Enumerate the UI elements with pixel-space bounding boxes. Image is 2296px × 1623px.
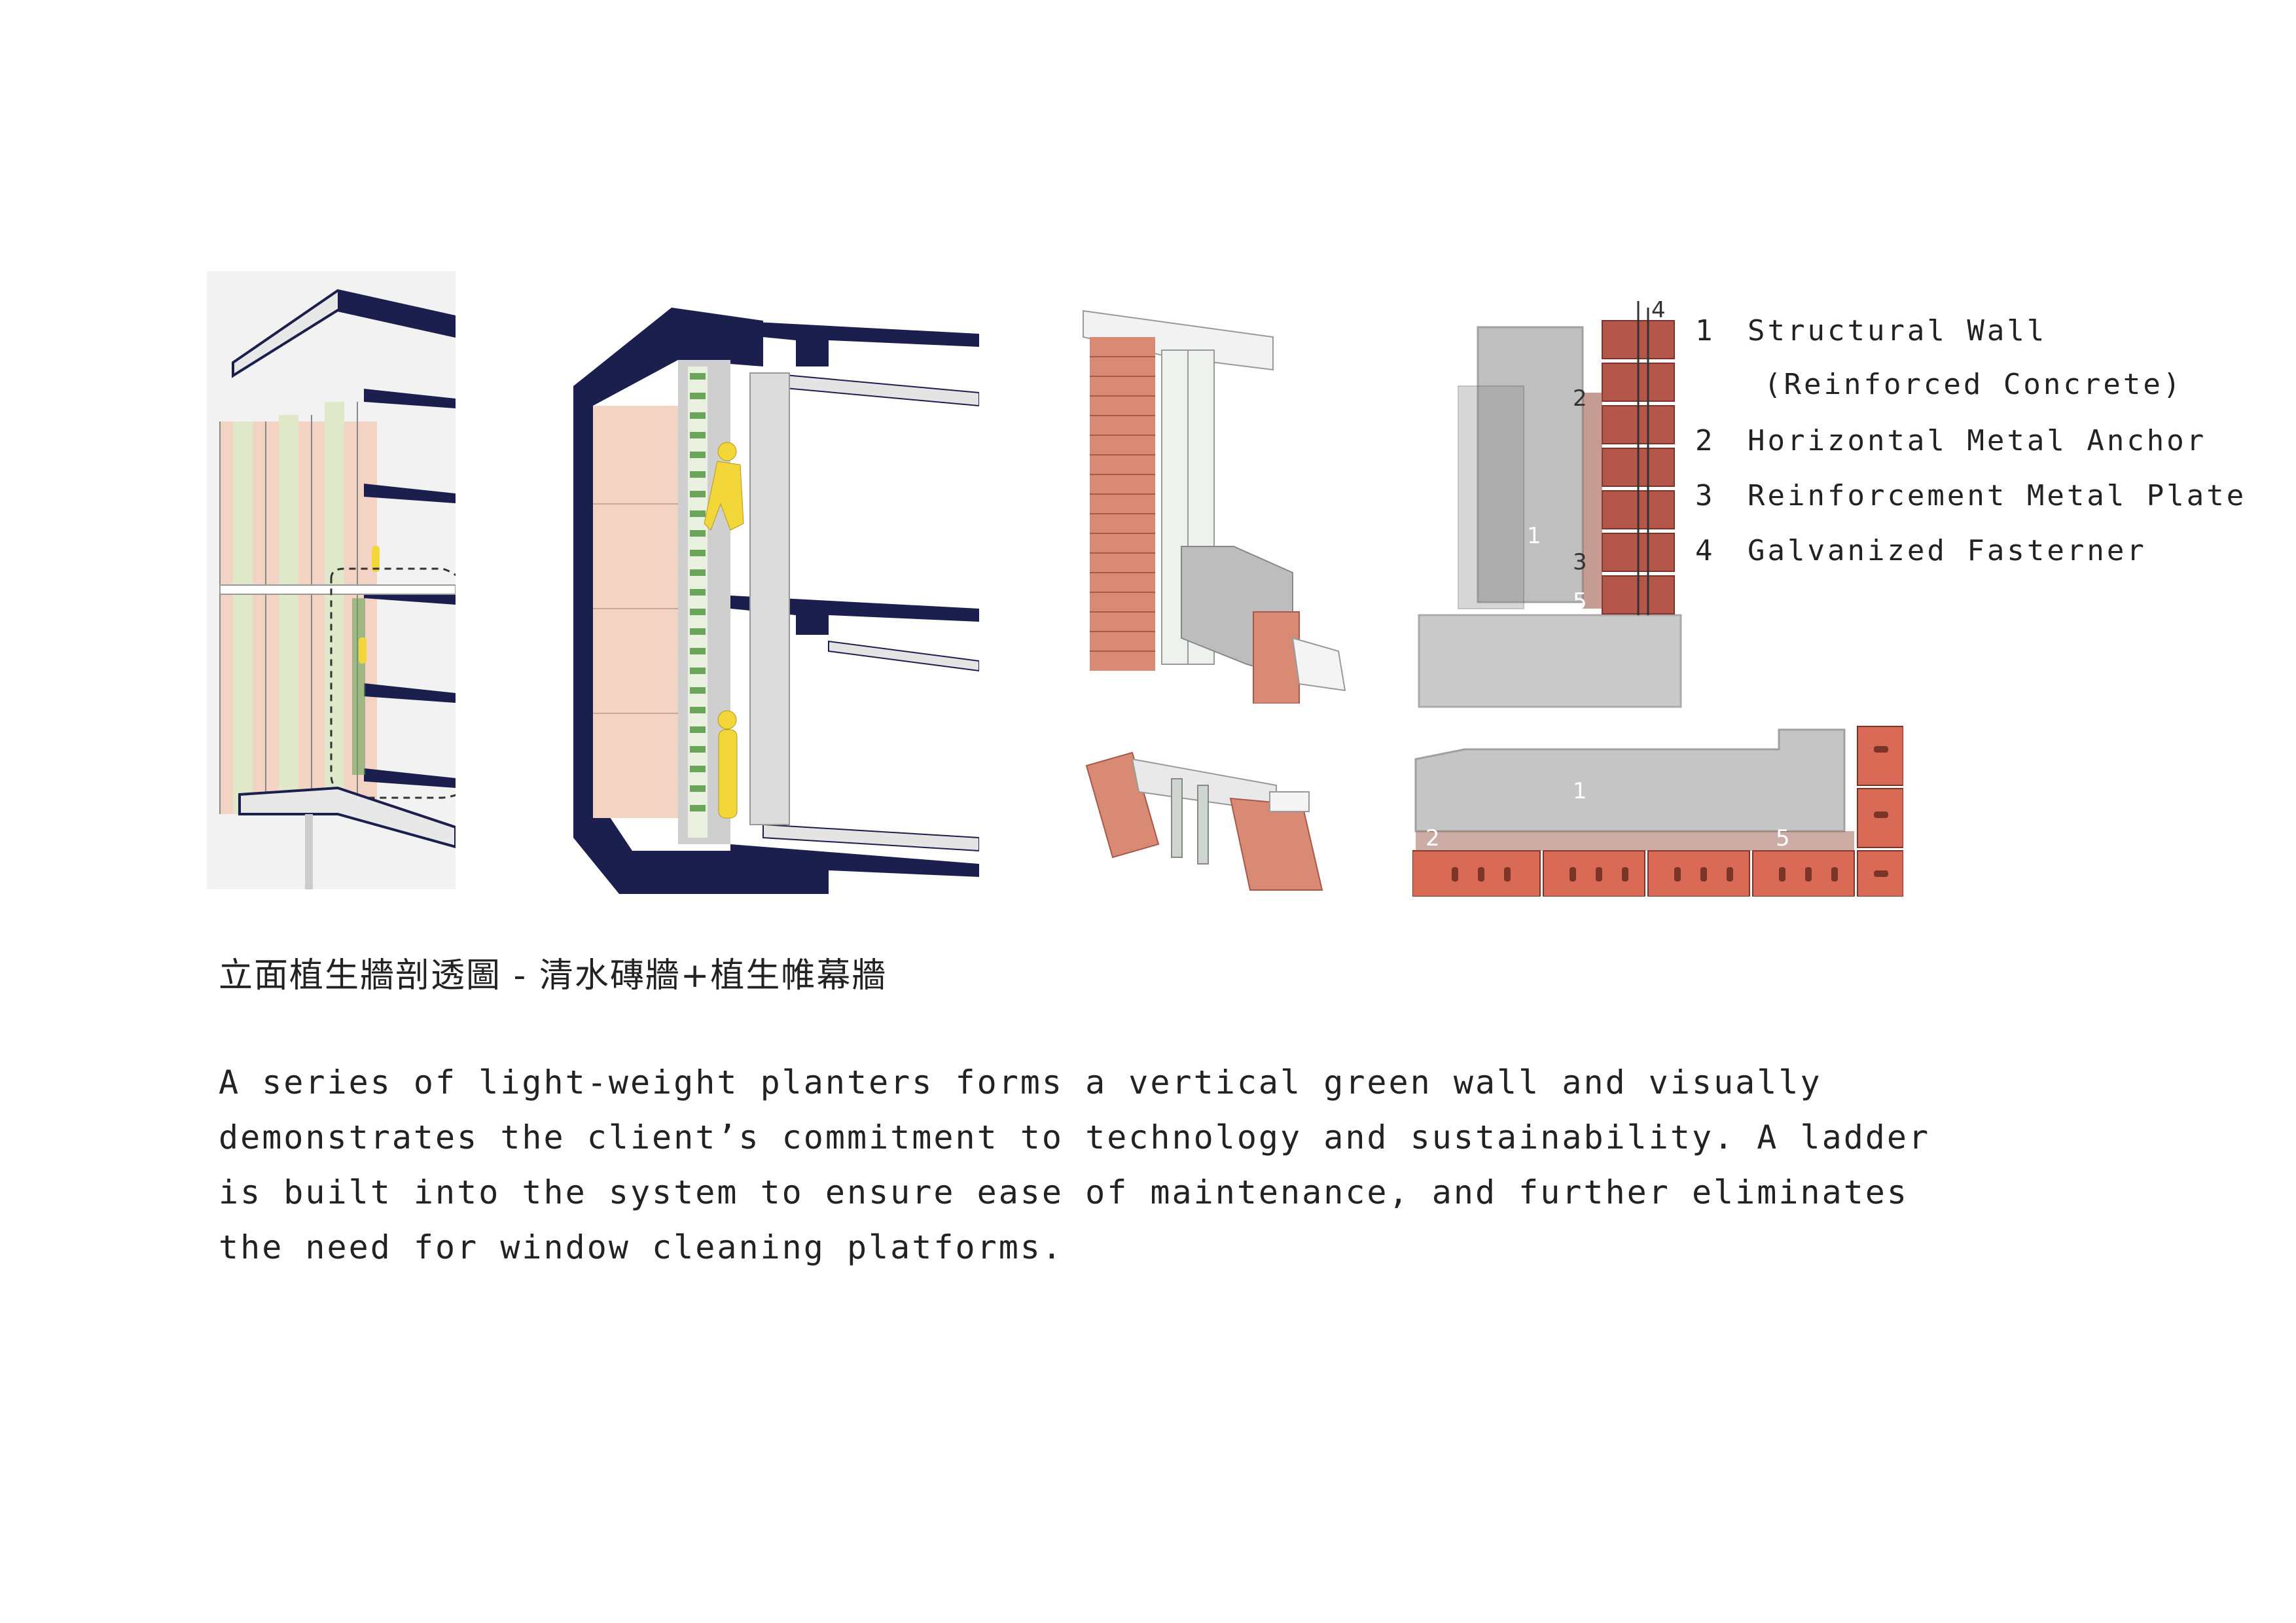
section-perspective-diagram	[554, 308, 979, 894]
wall-anchor-section: 1 2 3 4 5	[1412, 297, 1687, 713]
wall-anchor-plan: 1 2 5	[1412, 726, 1903, 897]
legend-num-4: 4	[1695, 534, 1715, 567]
component-legend: 1 Structural Wall 2 Horizontal Metal Anc…	[1695, 314, 2244, 589]
legend-label-3: Reinforcement Metal Plate	[1748, 479, 2247, 512]
legend-num-2: 2	[1695, 424, 1715, 457]
legend-num-1: 1	[1695, 314, 1715, 348]
legend-label-2: Horizontal Metal Anchor	[1748, 424, 2207, 457]
legend-label-4: Galvanized Fasterner	[1748, 534, 2147, 567]
section-callout-1: 1	[1527, 523, 1541, 549]
section-callout-5: 5	[1573, 588, 1587, 615]
facade-perspective-diagram	[207, 271, 456, 889]
plan-callout-1: 1	[1573, 778, 1587, 804]
plan-callout-5: 5	[1776, 825, 1790, 851]
section-callout-4: 4	[1651, 297, 1666, 323]
legend-item-3: 3 Reinforcement Metal Plate	[1695, 479, 2244, 534]
legend-label-1: Structural Wall	[1748, 314, 2047, 348]
section-callout-3: 3	[1573, 549, 1587, 575]
legend-item-1-sub: (Reinforced Concrete)	[1764, 368, 2183, 401]
legend-item-2: 2 Horizontal Metal Anchor	[1695, 424, 2219, 479]
legend-num-3: 3	[1695, 479, 1715, 512]
caption-title: 立面植生牆剖透圖 - 清水磚牆+植生帷幕牆	[219, 956, 888, 995]
legend-item-1: 1 Structural Wall	[1695, 314, 2219, 369]
brick-wall-plan-detail	[1085, 751, 1323, 891]
section-callout-2: 2	[1573, 385, 1587, 412]
description-paragraph: A series of light-weight planters forms …	[219, 1063, 1931, 1266]
legend-item-4: 4 Galvanized Fasterner	[1695, 534, 2219, 589]
brick-wall-iso-detail	[1083, 310, 1346, 704]
plan-callout-2: 2	[1426, 825, 1440, 851]
